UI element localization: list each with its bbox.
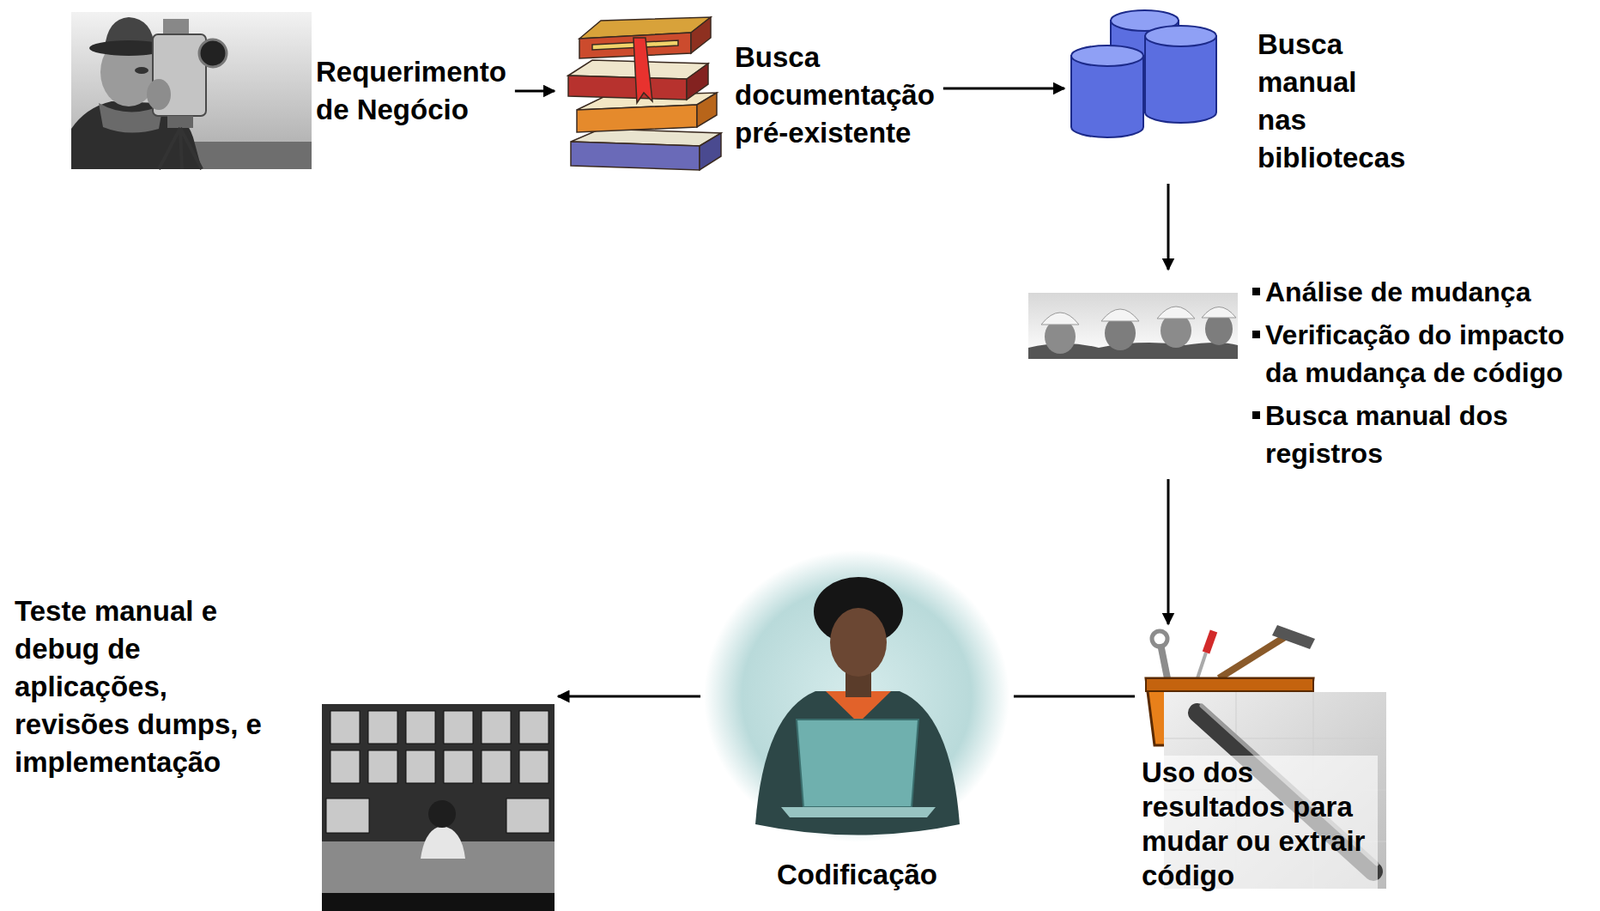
surveyor-photo-part bbox=[71, 12, 312, 170]
control-room-photo-part-part bbox=[368, 710, 398, 744]
control-room-photo-part-part bbox=[506, 798, 550, 833]
workers-photo-part bbox=[1157, 306, 1195, 319]
books-icon-part bbox=[570, 141, 700, 170]
books-icon-part bbox=[690, 17, 711, 54]
control-room-photo-part bbox=[428, 800, 456, 828]
control-room-photo-part bbox=[326, 710, 550, 833]
programmer-portrait-part bbox=[703, 550, 1010, 843]
toolbox-icon-part bbox=[1206, 630, 1214, 653]
surveyor-photo-part bbox=[134, 66, 149, 74]
control-room-photo-part-part bbox=[443, 710, 473, 744]
control-room-photo-part-part bbox=[406, 710, 436, 744]
workers-photo-part bbox=[1101, 309, 1140, 322]
programmer-portrait-part bbox=[796, 719, 919, 807]
control-room-photo-part-part bbox=[443, 750, 473, 783]
flow-connector bbox=[1167, 183, 1170, 270]
toolbox-icon-part bbox=[1197, 652, 1207, 679]
analysis-step: Análise de mudançaVerificação do impacto… bbox=[1028, 272, 1570, 476]
database-cylinders bbox=[1071, 10, 1217, 138]
database-cylinders-part bbox=[1145, 36, 1217, 123]
control-room-photo-part-part bbox=[368, 750, 398, 783]
database-cylinders-part bbox=[1145, 25, 1217, 47]
control-room-photo-part bbox=[420, 825, 466, 859]
bullet-text: Análise de mudança bbox=[1265, 272, 1566, 311]
flow-connector bbox=[943, 87, 1065, 91]
step-text: Teste manual e debug de aplicações, revi… bbox=[14, 592, 273, 782]
requirement-step: Requerimento de Negócio bbox=[71, 12, 512, 170]
toolbox-icon-part bbox=[1272, 624, 1316, 649]
flow-connector bbox=[557, 695, 701, 698]
control-room-photo-part-part bbox=[330, 710, 360, 744]
toolbox-icon-part bbox=[1160, 643, 1168, 679]
control-room-photo-part bbox=[321, 892, 555, 911]
control-room-photo-part-part bbox=[519, 750, 549, 783]
library-search-step: Busca manual nas bibliotecas bbox=[1067, 10, 1411, 181]
surveyor-photo-part bbox=[167, 115, 194, 128]
database-cylinders-part bbox=[1071, 45, 1144, 67]
documentation-step: Busca documentação pré-existente bbox=[557, 5, 940, 174]
toolbox-icon-part bbox=[1145, 678, 1314, 691]
programmer-portrait-part bbox=[830, 607, 887, 677]
workers-photo-part bbox=[1201, 307, 1237, 319]
programmer-portrait-part bbox=[781, 806, 936, 818]
bullet-text: Busca manual dos registros bbox=[1265, 396, 1566, 473]
books-icon-part bbox=[633, 37, 653, 104]
coding-step: Codificação bbox=[703, 551, 1011, 896]
control-room-photo-part-part bbox=[481, 710, 511, 744]
surveyor-photo-part bbox=[199, 39, 227, 67]
books-icon bbox=[568, 17, 722, 170]
books-icon-part bbox=[568, 75, 687, 100]
control-room-photo-part bbox=[321, 703, 555, 911]
step-text: Busca documentação pré-existente bbox=[734, 38, 950, 152]
books-icon-part bbox=[686, 63, 709, 100]
step-text: Busca manual nas bibliotecas bbox=[1257, 25, 1410, 177]
control-room-photo-part-part bbox=[326, 798, 370, 833]
books-icon-part bbox=[696, 92, 717, 128]
control-room-photo-part-part bbox=[481, 750, 511, 783]
programmer-portrait bbox=[703, 550, 1010, 843]
step-text: Uso dos resultados para mudar ou extrair… bbox=[1141, 755, 1378, 893]
control-room-photo-part-part bbox=[330, 750, 360, 783]
surveyor-photo-part bbox=[158, 127, 202, 170]
testing-step: Teste manual e debug de aplicações, revi… bbox=[14, 592, 555, 911]
books-icon-part bbox=[576, 104, 697, 133]
control-room-photo bbox=[321, 703, 555, 911]
surveyor-photo bbox=[71, 12, 312, 170]
database-cylinders-part bbox=[1071, 55, 1144, 138]
flow-connector bbox=[1167, 478, 1170, 625]
toolbox-icon-part bbox=[1151, 630, 1168, 647]
programmer-portrait-part bbox=[755, 690, 960, 836]
flow-connector bbox=[1013, 695, 1135, 698]
surveyor-photo-part bbox=[146, 78, 171, 110]
books-icon-part bbox=[699, 133, 722, 170]
workers-photo-part bbox=[1028, 292, 1238, 359]
bullet-text: Verificação do impacto da mudança de cód… bbox=[1265, 315, 1566, 392]
change-step: Uso dos resultados para mudar ou extrair… bbox=[1138, 627, 1387, 909]
step-text: Requerimento de Negócio bbox=[315, 53, 522, 129]
toolbox-icon-part bbox=[1218, 635, 1288, 679]
step-text: Codificação bbox=[703, 857, 1011, 892]
workers-photo-part bbox=[1041, 312, 1079, 325]
flow-connector bbox=[515, 90, 555, 93]
control-room-photo-part-part bbox=[519, 710, 549, 744]
control-room-photo-part-part bbox=[406, 750, 436, 783]
workers-photo bbox=[1028, 292, 1238, 359]
